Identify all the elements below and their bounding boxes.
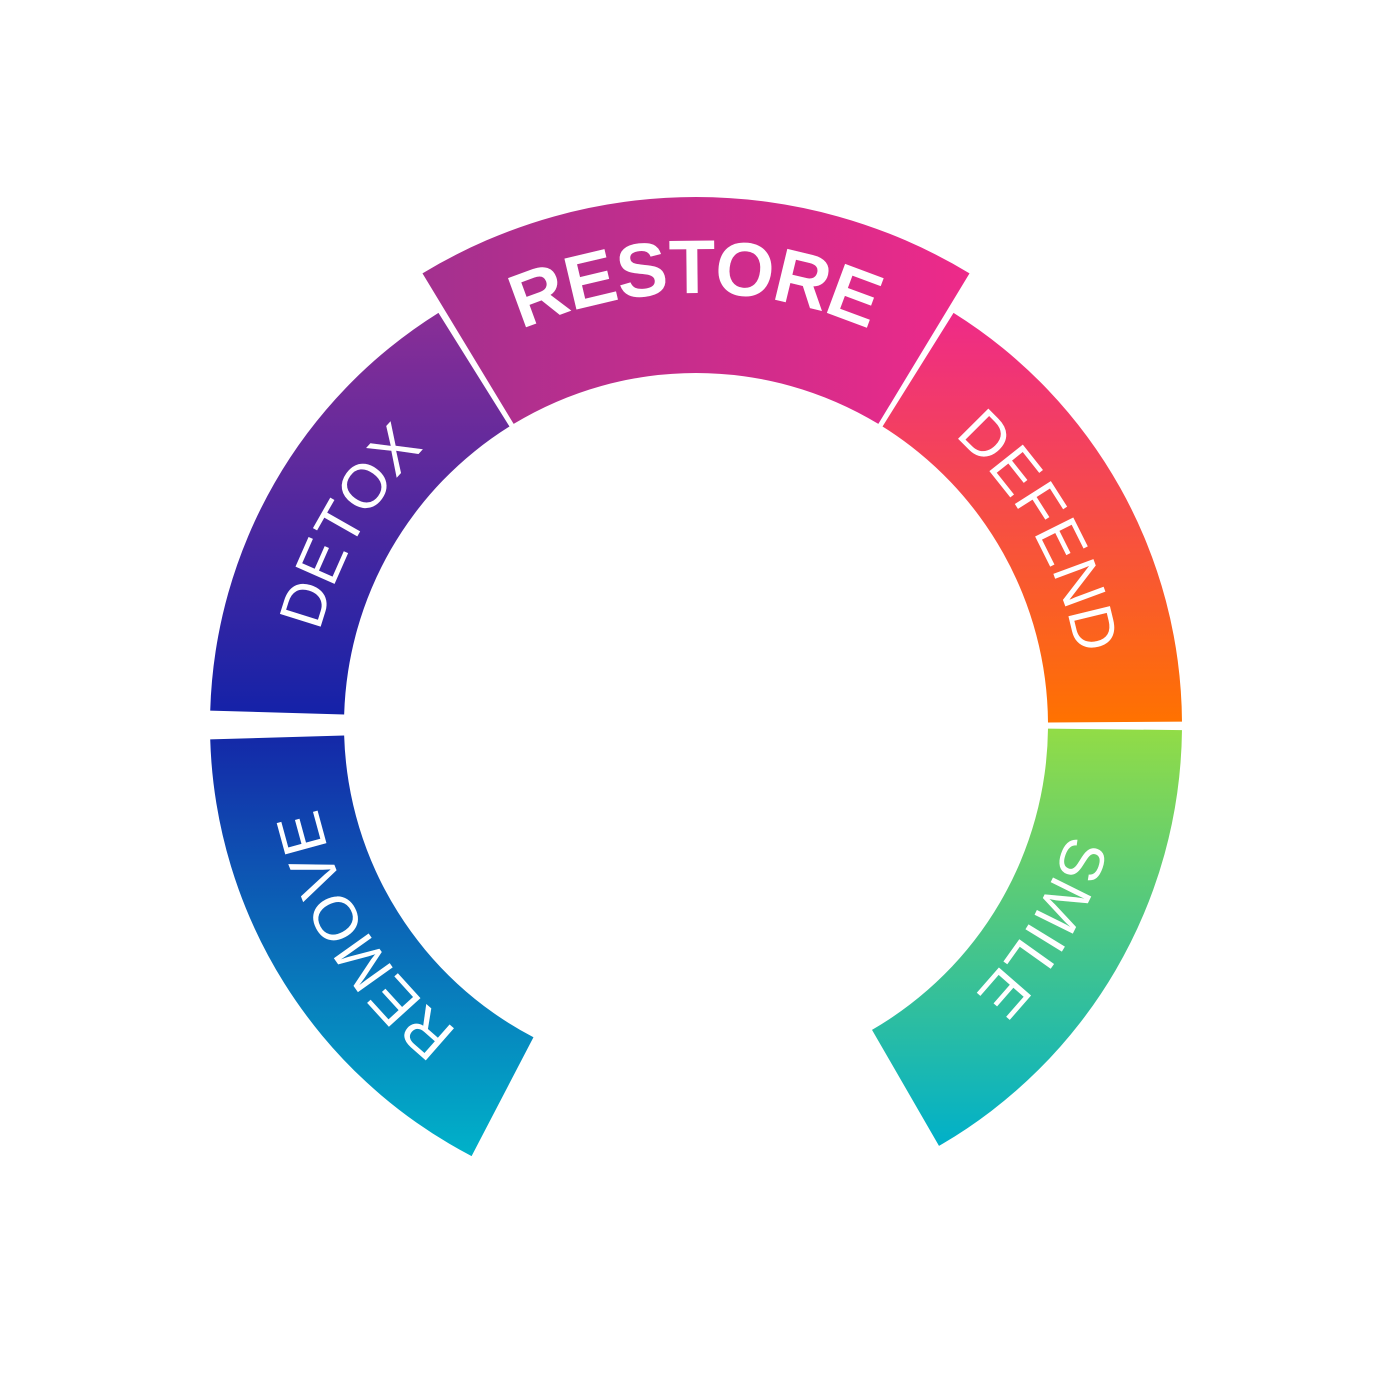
segment-detox xyxy=(210,312,510,715)
segment-restore xyxy=(422,196,970,424)
segment-smile xyxy=(872,728,1182,1146)
segment-defend xyxy=(882,312,1182,723)
segment-remove xyxy=(210,735,534,1157)
